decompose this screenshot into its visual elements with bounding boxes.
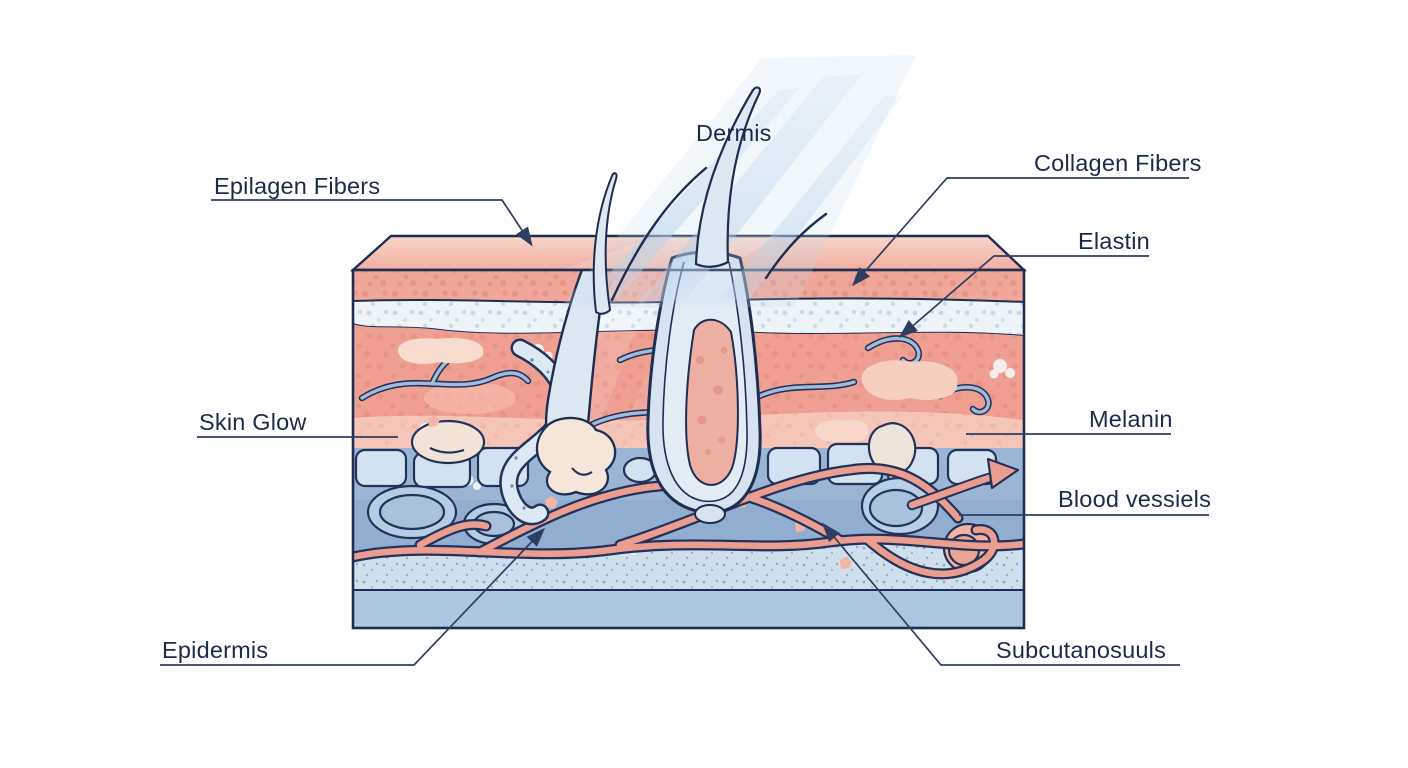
epidermis-text: Epidermis	[162, 637, 268, 663]
label-elastin: Elastin	[898, 228, 1150, 338]
base-band	[353, 590, 1024, 628]
collagen-fibers-leader	[851, 177, 1189, 287]
sebaceous-gland	[535, 416, 617, 496]
dermis-text: Dermis	[696, 120, 772, 146]
subcutaneous-leader	[822, 522, 1180, 666]
epilagen-fibers-leader	[211, 199, 533, 247]
label-epilagen-fibers: Epilagen Fibers	[211, 173, 533, 247]
label-skin-glow: Skin Glow	[197, 409, 398, 438]
label-subcutaneous: Subcutanosuuls	[822, 522, 1180, 666]
hair-shafts	[592, 86, 828, 315]
skin-glow-text: Skin Glow	[199, 409, 307, 435]
follicle-papilla	[685, 318, 739, 486]
elastin-text: Elastin	[1078, 228, 1150, 254]
epilagen-fibers-text: Epilagen Fibers	[214, 173, 380, 199]
epidermis-leader	[160, 527, 546, 666]
blood-flow-arrow	[906, 457, 1020, 511]
blood-vessels-text: Blood vessiels	[1058, 486, 1211, 512]
elastin-leader	[898, 255, 1149, 338]
label-melanin: Melanin	[966, 406, 1173, 435]
hair-follicle	[646, 250, 762, 524]
melanin-text: Melanin	[1089, 406, 1173, 432]
collagen-fibers-text: Collagen Fibers	[1034, 150, 1202, 176]
label-epidermis: Epidermis	[160, 527, 546, 666]
light-beams	[560, 55, 916, 308]
subcutaneous-text: Subcutanosuuls	[996, 637, 1166, 663]
elastin-fibers	[397, 337, 958, 442]
label-blood-vessels: Blood vessiels	[959, 486, 1211, 516]
label-collagen-fibers: Collagen Fibers	[851, 150, 1202, 287]
label-dermis: Dermis	[696, 120, 772, 146]
labels: Epilagen Fibers Dermis Collagen Fibers E…	[160, 120, 1211, 666]
